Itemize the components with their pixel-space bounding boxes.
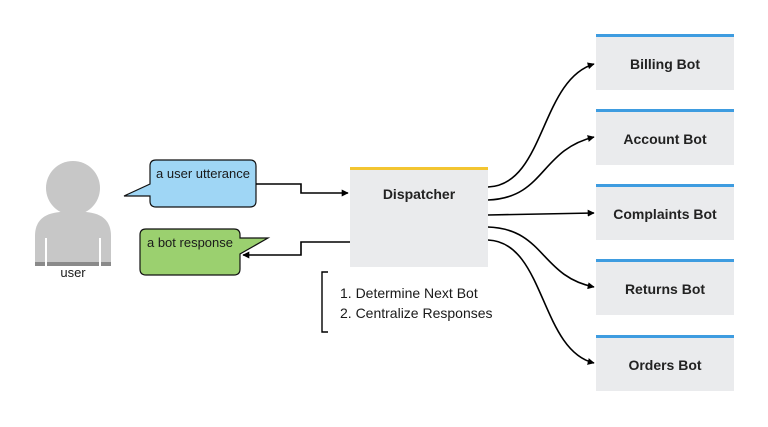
- billing-bot-node: Billing Bot: [596, 34, 734, 90]
- step-item: 2. Centralize Responses: [340, 305, 493, 321]
- dispatcher-steps: 1. Determine Next Bot 2. Centralize Resp…: [340, 283, 493, 323]
- bot-response-bubble: [139, 228, 271, 276]
- arrow-to-complaints-bot: [487, 209, 595, 217]
- arrow-to-orders-bot: [487, 239, 595, 365]
- bot-label: Account Bot: [623, 130, 707, 147]
- arrow-to-returns-bot: [487, 226, 595, 290]
- returns-bot-node: Returns Bot: [596, 259, 734, 315]
- bot-label: Returns Bot: [624, 280, 706, 297]
- user-utterance-text: a user utterance: [156, 166, 250, 181]
- account-bot-node: Account Bot: [596, 109, 734, 165]
- orders-bot-node: Orders Bot: [596, 335, 734, 391]
- step-item: 1. Determine Next Bot: [340, 285, 478, 301]
- steps-bracket: [321, 271, 328, 333]
- user-utterance-bubble: [123, 159, 257, 208]
- arrow-utterance-to-dispatcher: [256, 183, 349, 197]
- arrow-to-account-bot: [487, 135, 595, 201]
- bot-response-text: a bot response: [146, 235, 233, 250]
- dispatcher-label: Dispatcher: [382, 186, 456, 202]
- bot-label: Complaints Bot: [613, 205, 717, 222]
- dispatcher-node: Dispatcher: [350, 167, 488, 267]
- user-avatar-icon: [35, 161, 111, 266]
- arrow-dispatcher-to-response: [242, 241, 350, 259]
- user-label: user: [60, 265, 86, 280]
- complaints-bot-node: Complaints Bot: [596, 184, 734, 240]
- arrow-to-billing-bot: [487, 62, 595, 188]
- bot-label: Orders Bot: [628, 356, 702, 373]
- bot-label: Billing Bot: [630, 55, 700, 72]
